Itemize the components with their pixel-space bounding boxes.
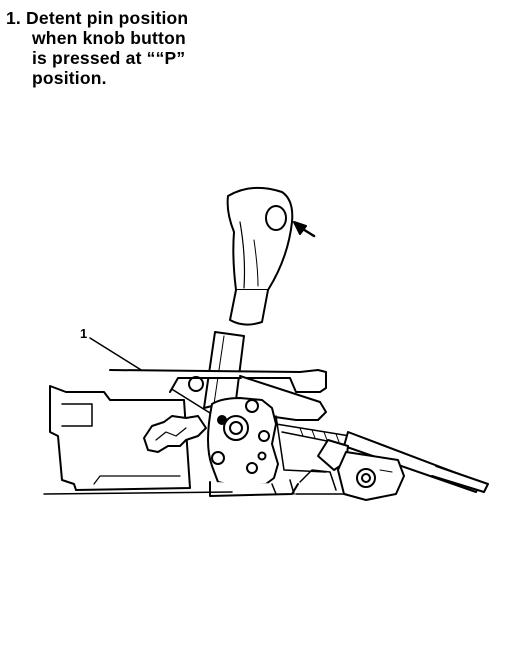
caption-note: 1. Detent pin position when knob button … bbox=[6, 8, 266, 88]
caption-line-3: is pressed at ““P” bbox=[32, 48, 186, 68]
detent-pin bbox=[217, 415, 249, 441]
caption-line-4: position. bbox=[32, 68, 107, 88]
floor-line bbox=[43, 491, 347, 495]
caption-line-1: 1. Detent pin position bbox=[6, 8, 189, 28]
upper-plate bbox=[109, 369, 327, 421]
detent-plate bbox=[207, 397, 279, 487]
cable-bracket bbox=[337, 451, 405, 501]
shift-rod bbox=[203, 331, 245, 409]
base-bracket bbox=[49, 385, 191, 491]
spring bbox=[143, 415, 207, 453]
callout-number: 1 bbox=[80, 326, 88, 341]
shift-cable bbox=[275, 423, 489, 493]
press-arrow-icon bbox=[293, 221, 316, 238]
caption-line-2: when knob button bbox=[32, 28, 186, 48]
knob-button bbox=[265, 205, 287, 231]
